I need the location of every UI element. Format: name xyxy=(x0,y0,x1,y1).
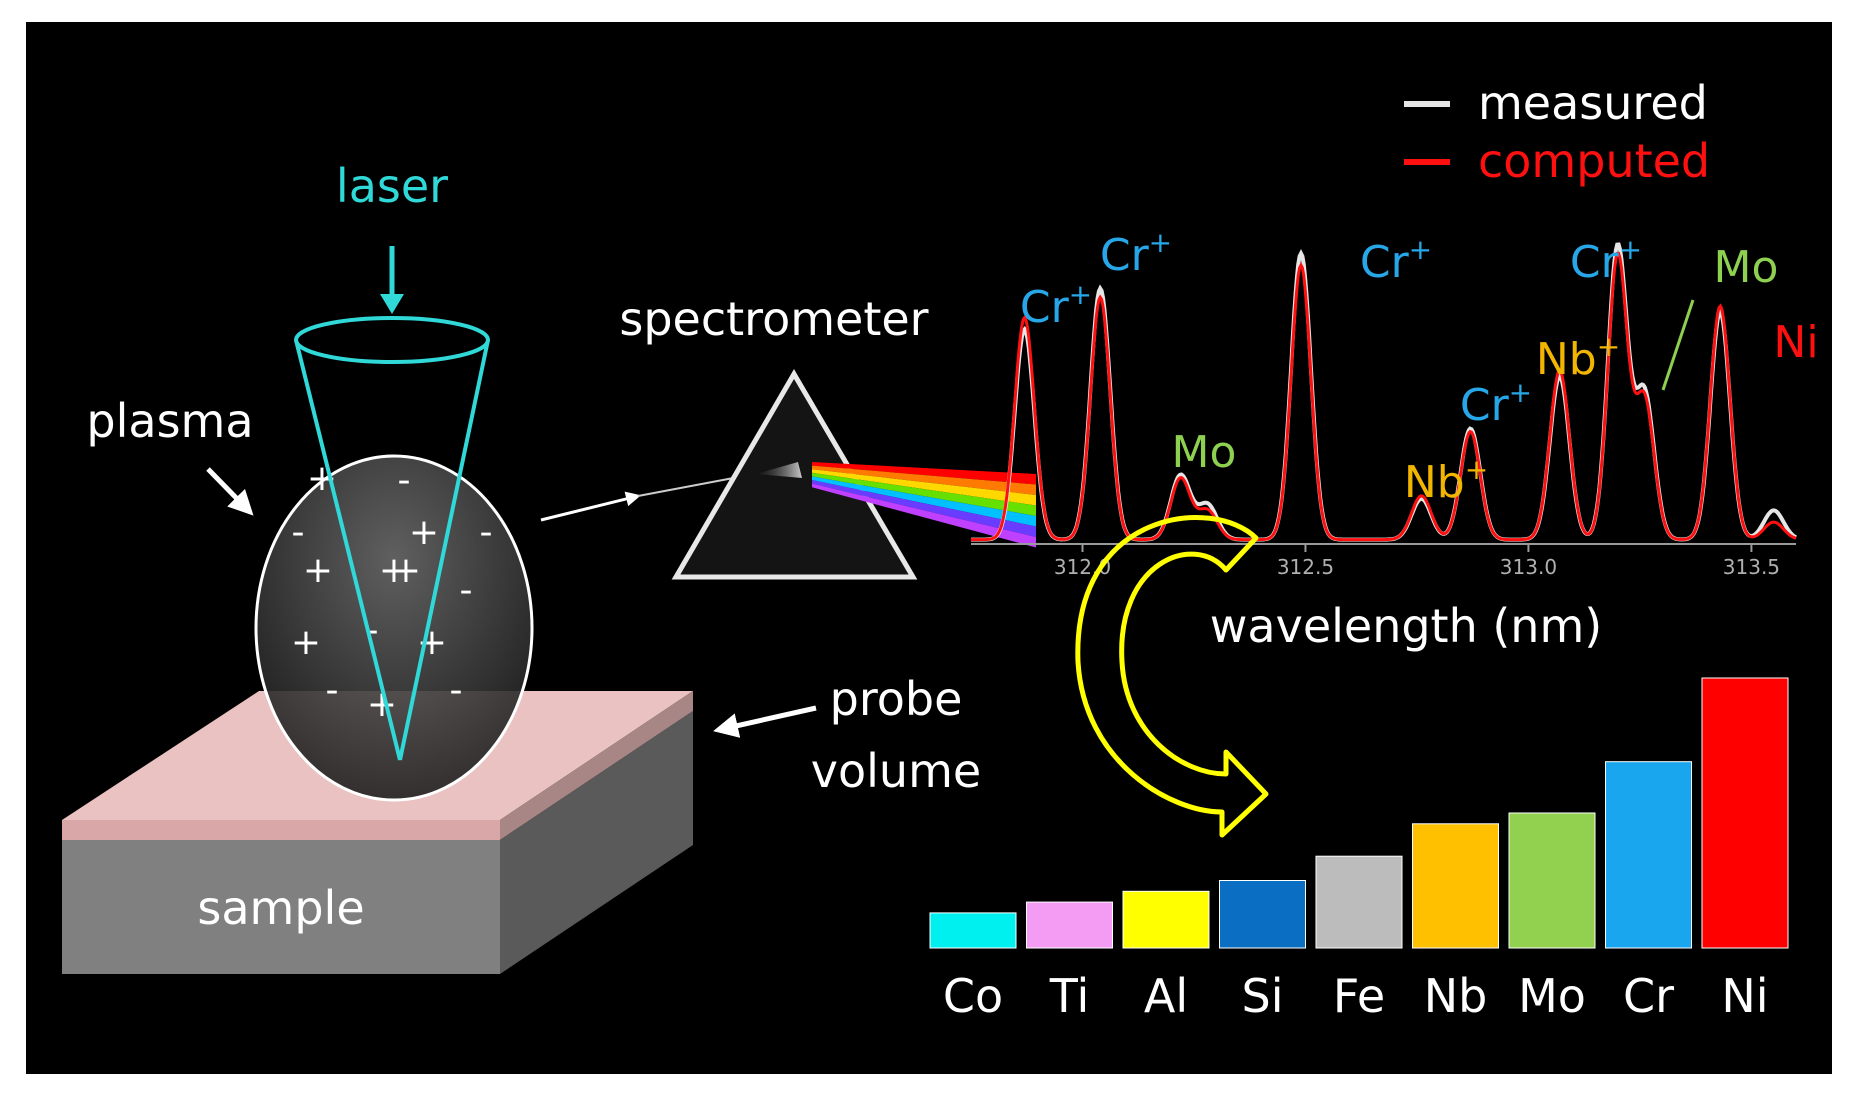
curved-conversion-arrow xyxy=(1075,515,1269,838)
sample-label: sample xyxy=(197,881,364,935)
negative-charge: - xyxy=(398,460,411,501)
bar-label-co: Co xyxy=(943,969,1003,1023)
laser-arrow-head xyxy=(380,294,404,314)
bar-label-nb: Nb xyxy=(1424,969,1488,1023)
bar-mo xyxy=(1508,812,1596,949)
emission-arrow xyxy=(540,491,641,522)
sample-side-face xyxy=(500,711,693,974)
laser-beam: laser xyxy=(294,159,490,761)
computed-spectrum-line xyxy=(971,251,1797,542)
bar-si xyxy=(1219,880,1306,949)
positive-charge: + xyxy=(379,550,409,591)
bar-label-ti: Ti xyxy=(1049,969,1089,1023)
rainbow-band xyxy=(812,462,1036,485)
bar-fe xyxy=(1315,855,1403,949)
bar-ni xyxy=(1701,677,1789,949)
laser-cone-left xyxy=(294,339,402,761)
bar-al xyxy=(1122,890,1210,949)
rainbow-band xyxy=(812,483,1036,548)
negative-charge: - xyxy=(460,570,473,611)
spectrum-tick-label: 312.5 xyxy=(1277,555,1334,579)
rainbow-band xyxy=(812,472,1036,516)
peak-label: Cr+ xyxy=(1020,278,1092,333)
rainbow-band xyxy=(812,480,1036,537)
spectrum-tick-label: 313.0 xyxy=(1500,555,1557,579)
positive-charge: + xyxy=(303,550,333,591)
peak-label: Mo xyxy=(1714,242,1779,293)
negative-charge: - xyxy=(480,512,493,553)
laser-cone-right xyxy=(398,339,490,761)
probe-volume-layer-side xyxy=(500,691,693,840)
peak-label: Mo xyxy=(1172,427,1237,478)
legend-computed-label: computed xyxy=(1478,134,1710,188)
peak-label: Cr+ xyxy=(1460,376,1532,431)
bar-label-al: Al xyxy=(1144,969,1188,1023)
plasma-plume: +--+-++-+-++--+ xyxy=(254,454,534,802)
bar-nb xyxy=(1412,823,1499,949)
probe-volume-label-line1: probe xyxy=(830,672,963,726)
probe-volume-layer-front xyxy=(62,820,500,840)
peak-label: Cr+ xyxy=(1100,226,1172,281)
bar-ti xyxy=(1026,901,1113,949)
bar-co xyxy=(929,912,1017,949)
plasma-pointer-arrow xyxy=(206,467,254,516)
peak-label: Cr+ xyxy=(1570,233,1642,288)
bar-label-cr: Cr xyxy=(1623,969,1674,1023)
peak-label: Ni xyxy=(1773,317,1818,368)
spectrometer-label: spectrometer xyxy=(619,292,928,346)
rainbow-band xyxy=(812,476,1036,527)
peak-label: Nb+ xyxy=(1536,330,1620,385)
negative-charge: - xyxy=(450,670,463,711)
libs-diagram: sample +--+-++-+-++--+ laser plasma prob… xyxy=(62,76,1819,1023)
bar-label-fe: Fe xyxy=(1333,969,1385,1023)
prism-internal-glow xyxy=(756,462,802,478)
measured-spectrum-line xyxy=(971,242,1797,542)
dispersed-rainbow xyxy=(812,462,1036,548)
composition-bar-chart: Co Ti Al Si Fe Nb Mo Cr Ni xyxy=(929,677,1789,1023)
sample-front-face xyxy=(62,840,500,974)
plasma-charges: +--+-++-+-++--+ xyxy=(291,458,493,725)
plasma-ellipse xyxy=(254,454,534,802)
negative-charge: - xyxy=(292,512,305,553)
bar-cr xyxy=(1605,761,1692,949)
spectrum-legend: measured computed xyxy=(1404,76,1710,188)
spectrum-tick-label: 313.5 xyxy=(1723,555,1780,579)
plasma-label: plasma xyxy=(86,394,253,448)
rainbow-band xyxy=(812,465,1036,495)
bar-label-ni: Ni xyxy=(1721,969,1768,1023)
laser-lens xyxy=(294,316,490,364)
wavelength-axis-label: wavelength (nm) xyxy=(1210,599,1602,653)
rainbow-band xyxy=(812,469,1036,506)
positive-charge: + xyxy=(291,622,321,663)
bar-label-si: Si xyxy=(1242,969,1284,1023)
peak-label: Cr+ xyxy=(1360,233,1432,288)
positive-charge: + xyxy=(409,512,439,553)
spectrometer-prism: spectrometer xyxy=(619,292,1036,580)
probe-volume-label-line2: volume xyxy=(811,744,981,798)
emission-ray xyxy=(637,475,745,497)
negative-charge: - xyxy=(326,670,339,711)
diagram-canvas: sample +--+-++-+-++--+ laser plasma prob… xyxy=(26,22,1832,1074)
legend-measured-label: measured xyxy=(1478,76,1708,130)
laser-label: laser xyxy=(336,159,448,213)
probe-volume-pointer-arrow xyxy=(713,705,817,738)
peak-label: Nb+ xyxy=(1404,453,1488,508)
positive-charge: + xyxy=(391,550,421,591)
mo-leader-line xyxy=(1661,299,1695,391)
bar-label-mo: Mo xyxy=(1518,969,1586,1023)
